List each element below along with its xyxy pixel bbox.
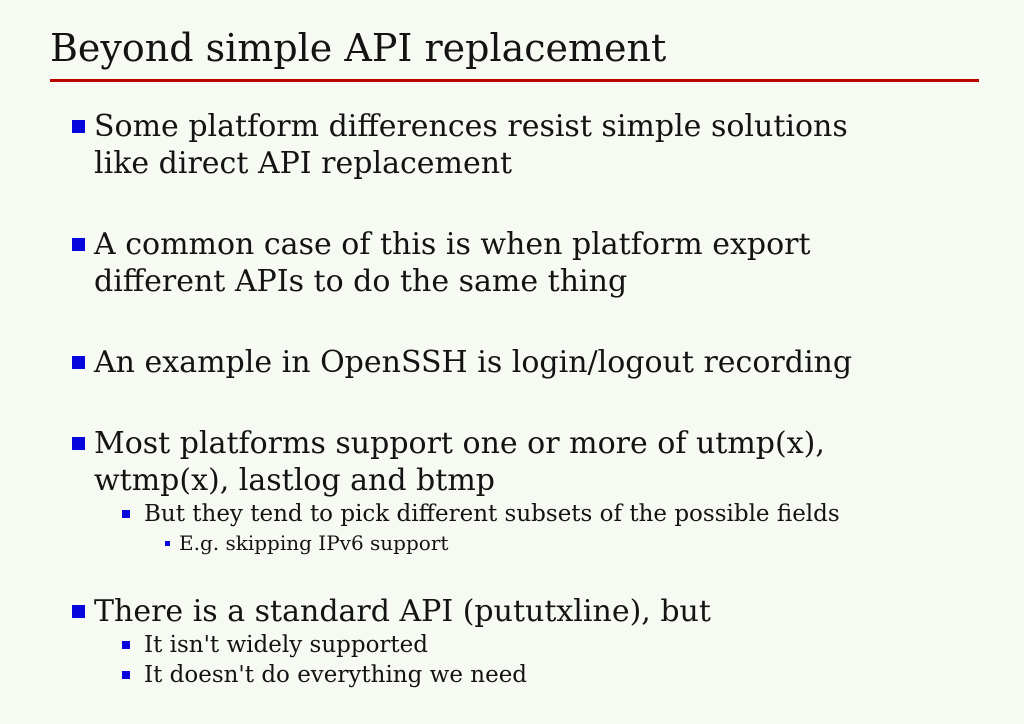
bullet-square-icon [122, 510, 130, 518]
bullet-text: Some platform differences resist simple … [94, 109, 848, 181]
bullet-text: It isn't widely supported [144, 632, 429, 658]
bullet-row-level1: Some platform differences resist simple … [72, 108, 972, 182]
bullet-item: Most platforms support one or more of ut… [72, 425, 972, 557]
bullet-square-icon [72, 356, 85, 369]
slide-body: Some platform differences resist simple … [72, 108, 972, 690]
bullet-row-level2: But they tend to pick different subsets … [72, 499, 972, 529]
bullet-item: There is a standard API (pututxline), bu… [72, 593, 972, 690]
bullet-text: Most platforms support one or more of ut… [94, 426, 825, 498]
bullet-square-icon [72, 238, 85, 251]
bullet-square-icon [165, 541, 170, 546]
bullet-row-level2: It isn't widely supported [72, 630, 972, 660]
bullet-square-icon [122, 641, 130, 649]
bullet-item: An example in OpenSSH is login/logout re… [72, 344, 972, 381]
bullet-row-level1: An example in OpenSSH is login/logout re… [72, 344, 972, 381]
bullet-text: E.g. skipping IPv6 support [179, 531, 449, 555]
bullet-text: But they tend to pick different subsets … [144, 501, 840, 527]
bullet-text: A common case of this is when platform e… [94, 227, 811, 299]
bullet-row-level2: It doesn't do everything we need [72, 660, 972, 690]
slide-title: Beyond simple API replacement [50, 26, 979, 82]
bullet-square-icon [122, 671, 130, 679]
bullet-item: A common case of this is when platform e… [72, 226, 972, 300]
bullet-square-icon [72, 605, 85, 618]
bullet-row-level1: A common case of this is when platform e… [72, 226, 972, 300]
bullet-square-icon [72, 437, 85, 450]
bullet-square-icon [72, 120, 85, 133]
bullet-row-level3: E.g. skipping IPv6 support [72, 529, 972, 557]
bullet-row-level1: There is a standard API (pututxline), bu… [72, 593, 972, 630]
bullet-text: It doesn't do everything we need [144, 662, 528, 688]
bullet-text: There is a standard API (pututxline), bu… [94, 594, 711, 629]
bullet-item: Some platform differences resist simple … [72, 108, 972, 182]
bullet-text: An example in OpenSSH is login/logout re… [94, 345, 853, 380]
bullet-row-level1: Most platforms support one or more of ut… [72, 425, 972, 499]
